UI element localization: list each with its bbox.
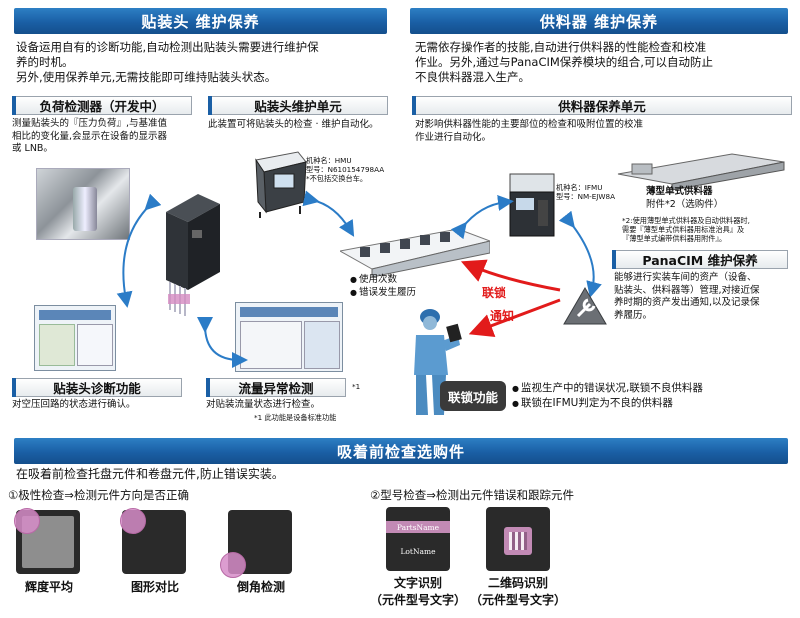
- interlock-bullets: 监视生产中的错误状况,联锁不良供料器 联锁在IFMU判定为不良的供料器: [512, 381, 792, 411]
- caption-pattern: 图形对比: [130, 580, 179, 594]
- thin-feeder-note: *2:使用薄型单式供料器及自动供料器时,需要『薄型单式供料器用标准治具』及『薄型…: [622, 216, 750, 243]
- feeder-maint-unit-label: 供料器保养单元: [412, 96, 792, 115]
- chip-brightness: [14, 508, 80, 574]
- head-maintenance-title: 贴装头 维护保养: [14, 8, 387, 34]
- flow-check-screen: [235, 302, 343, 372]
- thin-feeder-attachment-image: [612, 150, 790, 191]
- chip-qr-id: [486, 507, 550, 571]
- flow-check-label: 流量异常检测: [206, 378, 346, 397]
- model-check-title: ②型号检查⇒检测出元件错误和跟踪元件: [370, 488, 574, 502]
- pick-check-title: 吸着前检查选购件: [14, 438, 788, 464]
- panacim-label: PanaCIM 维护保养: [612, 250, 788, 269]
- flow-check-mark: *1: [352, 382, 361, 391]
- chip-pattern: [120, 508, 186, 574]
- feeder-intro: 无需依存操作者的技能,自动进行供料器的性能检查和校准作业。另外,通过与PanaC…: [415, 40, 713, 84]
- flow-check-desc: 对贴装流量状态进行检查。: [206, 399, 321, 410]
- caption-chamfer: 倒角检测: [236, 580, 285, 594]
- caption-text-id: 文字识别（元件型号文字）: [369, 576, 466, 607]
- notify-label: 通知: [490, 309, 515, 323]
- interlock-function-box: 联锁功能: [440, 381, 506, 411]
- chip-text-id: PartsName LotName: [386, 507, 450, 571]
- hmu-machine-image: [248, 150, 310, 220]
- ifmu-machine-image: [506, 170, 560, 240]
- machine-bullets: 使用次数 错误发生履历: [350, 274, 460, 299]
- panacim-desc: 能够进行实装车间的资产（设备、贴装头、供料器等）管理,对接近保 养时期的资产发出…: [614, 272, 760, 321]
- thin-feeder-option: 薄型单式供料器附件*2（选购件）: [646, 186, 724, 210]
- load-detector-desc: 测量贴装头的『压力负荷』,与基准值相比的变化量,会显示在设备的显示器或 LNB。: [12, 118, 168, 154]
- wrench-warning-icon: [562, 286, 608, 326]
- feeder-maintenance-title: 供料器 维护保养: [410, 8, 788, 34]
- head-intro: 设备运用自有的诊断功能,自动检测出贴装头需要进行维护保养的时机。另外,使用保养单…: [16, 40, 319, 84]
- pick-check-intro: 在吸着前检查托盘元件和卷盘元件,防止错误实装。: [16, 467, 284, 481]
- caption-qr-id: 二维码识别（元件型号文字）: [469, 576, 566, 607]
- head-maint-unit-label: 贴装头维护单元: [208, 96, 388, 115]
- head-maint-unit-desc: 此装置可将贴装头的检查 · 维护自动化。: [208, 119, 379, 130]
- flow-check-note: *1 此功能是设备标准功能: [254, 413, 337, 422]
- head-diagnosis-desc: 对空压回路的状态进行确认。: [12, 399, 136, 410]
- interlock-label: 联锁: [482, 286, 507, 300]
- mounting-head-image: [158, 190, 228, 320]
- chip-chamfer: [220, 510, 292, 578]
- feeder-maint-unit-desc: 对影响供料器性能的主要部位的检查和吸附位置的校准作业进行自动化。: [415, 119, 644, 143]
- head-diagnosis-screen: [34, 305, 116, 371]
- load-detector-label: 负荷检测器（开发中）: [12, 96, 192, 115]
- polarity-check-title: ①极性检查⇒检测元件方向是否正确: [8, 488, 189, 502]
- caption-brightness: 辉度平均: [24, 580, 73, 594]
- head-diagnosis-label: 贴装头诊断功能: [12, 378, 182, 397]
